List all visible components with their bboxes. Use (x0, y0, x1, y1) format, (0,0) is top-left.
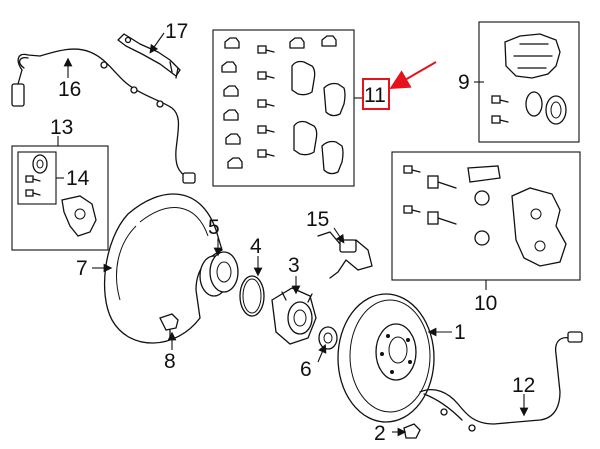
abs-sensor-wire-16 (11, 48, 196, 184)
wheel-hub-3 (271, 287, 317, 345)
brake-rotor-1 (337, 293, 435, 423)
callout-6: 6 (300, 358, 312, 381)
leader-6 (317, 343, 327, 363)
wheel-speed-sensor-15 (317, 231, 373, 279)
callout-5: 5 (208, 216, 220, 239)
callout-1: 1 (454, 321, 466, 344)
callout-3: 3 (288, 254, 300, 277)
leader-17 (149, 32, 165, 54)
callout-11: 11 (364, 84, 386, 107)
caliper-bracket-kit-10 (403, 165, 567, 267)
callout-4: 4 (250, 235, 262, 258)
abs-wire-12 (419, 331, 583, 432)
kit-box-11 (212, 29, 355, 187)
sensor-box-13 (11, 145, 109, 251)
highlight-box-11 (362, 78, 390, 110)
leader-15 (333, 227, 345, 244)
hub-nut-6 (318, 326, 338, 350)
dust-shield-7 (103, 193, 223, 344)
callout-12: 12 (512, 374, 535, 397)
wheel-bearing-5 (199, 251, 239, 297)
callout-9: 9 (458, 71, 470, 94)
callout-10: 10 (474, 292, 497, 315)
callout-13: 13 (50, 116, 73, 139)
wire-bracket-17 (117, 33, 181, 79)
pad-hardware-kit-11 (221, 35, 346, 175)
callout-14: 14 (66, 167, 90, 190)
callout-8: 8 (164, 350, 176, 373)
snap-ring-4 (239, 275, 265, 317)
callout-16: 16 (58, 78, 81, 101)
callout-2: 2 (374, 422, 386, 445)
callout-7: 7 (76, 257, 88, 280)
callout-15: 15 (306, 208, 329, 231)
highlight-arrow-11 (389, 61, 437, 90)
sensor-kit-14 (25, 154, 97, 237)
callout-17: 17 (165, 20, 188, 43)
screw-2 (403, 423, 421, 439)
caliper-9 (491, 33, 567, 125)
